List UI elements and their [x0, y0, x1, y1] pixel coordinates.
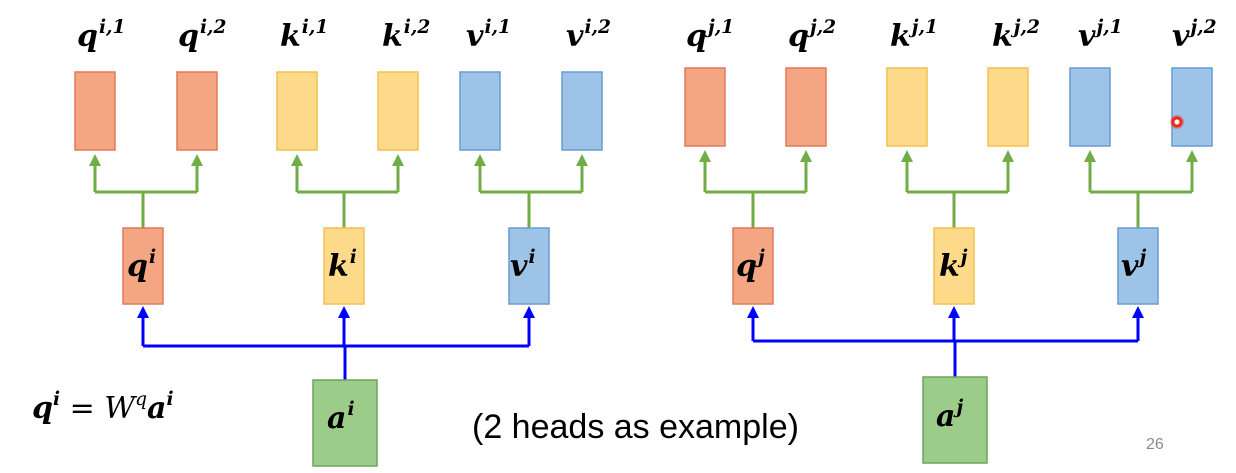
laser-pointer-icon: [1170, 115, 1184, 129]
head-box-q-i-1: [74, 71, 116, 151]
fork-line-q-j: [705, 190, 806, 228]
head-box-v-j-1: [1069, 67, 1111, 147]
head-box-k-i-2: [377, 71, 419, 151]
head-box-k-j-2: [987, 67, 1029, 147]
fork-line-v-j: [1090, 190, 1192, 228]
fork-line-k-i: [297, 190, 398, 228]
head-label-k-i-2: ki,2: [382, 16, 431, 54]
head-box-k-i-1: [276, 71, 318, 151]
head-box-v-i-1: [459, 71, 501, 151]
head-box-k-j-1: [886, 67, 928, 147]
head-label-v-i-1: vi,1: [466, 16, 511, 54]
projection-equation: qi = Wqai: [32, 388, 174, 426]
proj-box-v-i: [508, 227, 550, 305]
caption: (2 heads as example): [472, 408, 799, 446]
head-label-v-j-1: vj,1: [1078, 16, 1123, 54]
input-box-a-i: [312, 379, 378, 467]
head-box-q-i-2: [176, 71, 218, 151]
head-label-k-j-1: kj,1: [890, 16, 938, 54]
proj-label-v-j: vj: [1121, 246, 1147, 284]
proj-box-q-j: [732, 227, 774, 305]
head-label-q-i-2: qi,2: [178, 16, 227, 54]
head-box-q-j-1: [684, 67, 726, 147]
input-box-a-j: [922, 376, 988, 464]
vector-boxes: [74, 67, 1213, 467]
head-label-q-i-1: qi,1: [77, 16, 126, 54]
page-number: 26: [1146, 436, 1164, 453]
head-label-k-j-2: kj,2: [992, 16, 1040, 54]
proj-label-k-i: ki: [328, 246, 357, 284]
proj-box-k-i: [323, 227, 365, 305]
connector-lines: [89, 150, 1198, 380]
head-box-q-j-2: [785, 67, 827, 147]
input-label-a-i: ai: [327, 398, 355, 436]
input-bus-j: [753, 339, 1138, 377]
head-label-v-i-2: vi,2: [566, 16, 611, 54]
proj-label-q-i: qi: [127, 246, 157, 284]
proj-label-q-j: qj: [736, 246, 765, 284]
fork-line-k-j: [907, 190, 1008, 228]
fork-line-v-i: [480, 190, 582, 228]
input-label-a-j: aj: [936, 396, 964, 434]
head-label-v-j-2: vj,2: [1172, 16, 1217, 54]
head-label-q-j-2: qj,2: [788, 16, 837, 54]
head-box-v-j-2: [1171, 67, 1213, 147]
proj-label-v-i: vi: [510, 246, 536, 284]
head-label-k-i-1: ki,1: [280, 16, 329, 54]
proj-box-q-i: [122, 227, 164, 305]
input-bus-i: [143, 344, 529, 380]
head-label-q-j-1: qj,1: [686, 16, 735, 54]
fork-line-q-i: [95, 190, 197, 228]
head-box-v-i-2: [561, 71, 603, 151]
proj-box-v-j: [1117, 227, 1159, 305]
proj-box-k-j: [933, 227, 975, 305]
proj-label-k-j: kj: [939, 246, 968, 284]
